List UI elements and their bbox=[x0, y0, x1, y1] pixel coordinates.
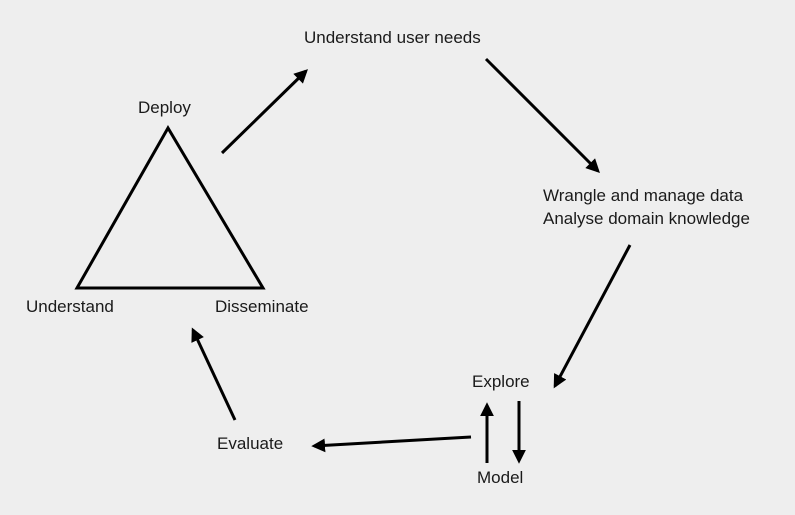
arrow-user-needs-to-wrangle bbox=[484, 57, 600, 173]
label-disseminate: Disseminate bbox=[215, 297, 309, 316]
label-wrangle-analyse: Wrangle and manage data Analyse domain k… bbox=[543, 184, 750, 230]
label-understand: Understand bbox=[26, 297, 114, 316]
arrow-wrangle-to-explore bbox=[553, 244, 632, 389]
label-understand-user-needs: Understand user needs bbox=[304, 28, 481, 47]
arrow-explore-to-evaluate bbox=[311, 435, 472, 453]
label-explore: Explore bbox=[472, 372, 530, 391]
triangle-shape bbox=[74, 125, 266, 290]
arrow-evaluate-to-triangle bbox=[191, 327, 237, 421]
label-deploy: Deploy bbox=[138, 98, 191, 117]
label-wrangle-line2: Analyse domain knowledge bbox=[543, 209, 750, 228]
arrow-triangle-to-user-needs bbox=[220, 69, 308, 155]
label-model: Model bbox=[477, 468, 524, 487]
label-evaluate: Evaluate bbox=[217, 434, 284, 453]
label-wrangle-line1: Wrangle and manage data bbox=[543, 186, 744, 205]
